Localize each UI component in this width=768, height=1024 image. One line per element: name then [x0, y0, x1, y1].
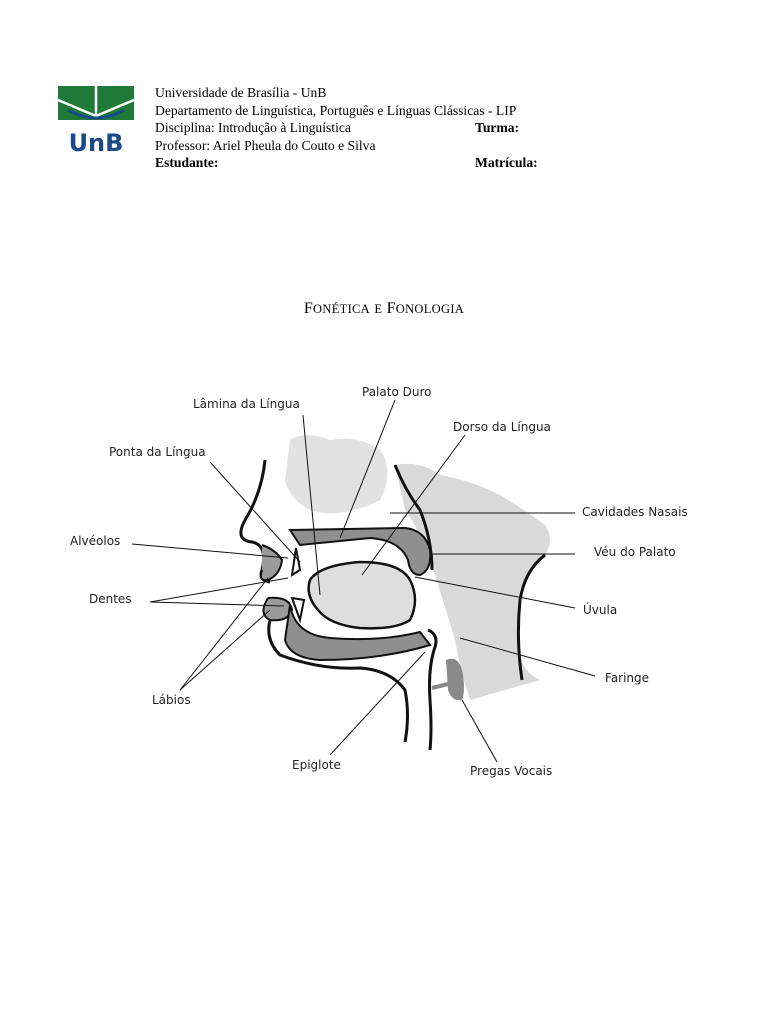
label-pregas-vocais: Pregas Vocais	[470, 764, 553, 778]
label-palato-duro: Palato Duro	[362, 385, 432, 399]
department-name: Departamento de Linguística, Português e…	[155, 102, 517, 118]
university-name: Universidade de Brasília - UnB	[155, 85, 327, 100]
label-cavidades-nasais: Cavidades Nasais	[582, 505, 688, 519]
student-label: Estudante:	[155, 155, 219, 171]
label-ponta-da-lingua: Ponta da Língua	[109, 445, 206, 459]
label-uvula: Úvula	[583, 603, 618, 617]
label-lamina-da-lingua: Lâmina da Língua	[193, 397, 300, 411]
label-alveolos: Alvéolos	[70, 534, 121, 548]
logo-text: UnB	[69, 129, 124, 156]
unb-logo: UnB	[57, 86, 135, 157]
label-veu-do-palato: Véu do Palato	[594, 545, 676, 559]
page-title: FONÉTICA E FONOLOGIA	[303, 300, 465, 317]
label-epiglote: Epiglote	[292, 758, 341, 772]
document-header: Universidade de Brasília - UnB Departame…	[155, 84, 575, 172]
vocal-tract-diagram: Lâmina da Língua Palato Duro Dorso da Lí…	[0, 370, 768, 800]
professor-line: Professor: Ariel Pheula do Couto e Silva	[155, 137, 376, 153]
vocal-tract-illustration	[131, 399, 596, 763]
label-faringe: Faringe	[605, 671, 650, 685]
label-dorso-da-lingua: Dorso da Língua	[453, 420, 551, 434]
label-labios: Lábios	[152, 693, 191, 707]
label-dentes: Dentes	[89, 592, 132, 606]
class-label: Turma:	[475, 120, 520, 136]
registration-label: Matrícula:	[475, 155, 538, 171]
discipline-line: Disciplina: Introdução à Linguística	[155, 120, 351, 136]
